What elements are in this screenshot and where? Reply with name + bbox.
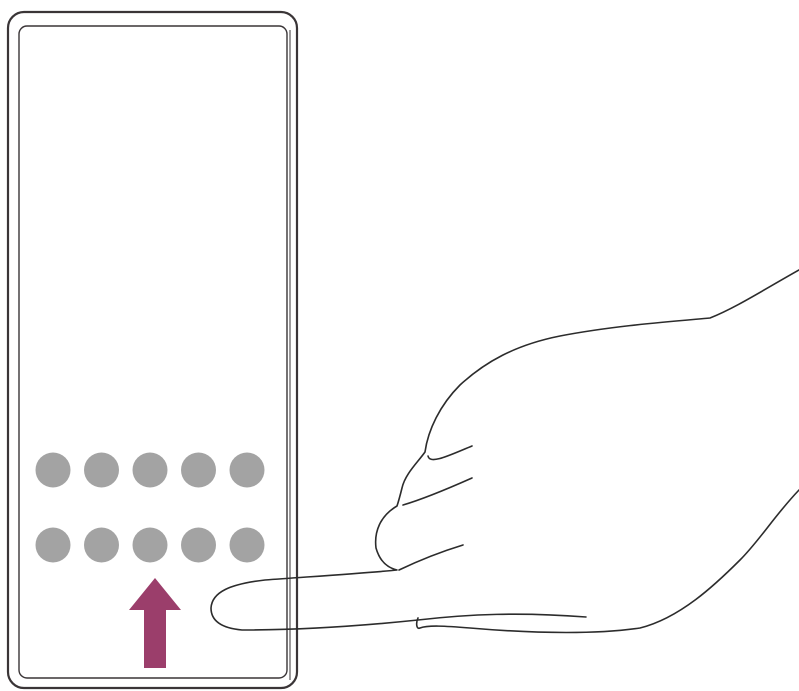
app-icon [84,528,119,563]
app-icon [36,528,71,563]
app-icon [84,453,119,488]
palm-lower-outline [417,490,799,633]
app-icon [133,453,168,488]
finger-crease-3 [399,545,463,570]
app-icon [36,453,71,488]
app-icon [230,528,265,563]
app-icon [133,528,168,563]
finger-crease-1 [428,446,472,460]
finger-crease-2 [403,478,472,505]
app-icon [181,528,216,563]
index-finger-outline [211,270,799,630]
app-icon [230,453,265,488]
app-icon [181,453,216,488]
phone-screen [19,26,287,678]
hand-illustration [211,270,799,633]
